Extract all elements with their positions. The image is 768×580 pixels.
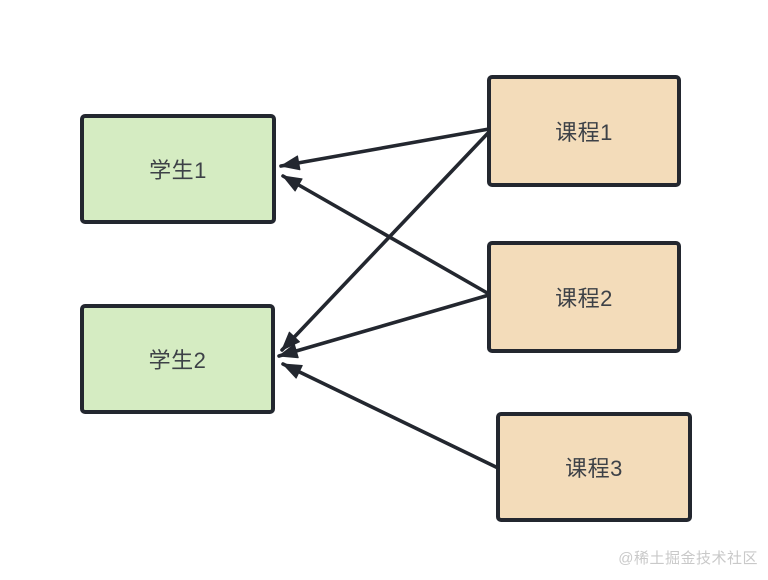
node-student1: 学生1 [80, 114, 276, 224]
node-student2: 学生2 [80, 304, 275, 414]
edge-course1-student2 [280, 130, 491, 352]
edge-course2-student2 [277, 293, 491, 359]
node-course2-label: 课程2 [555, 286, 613, 311]
edge-course3-student2 [281, 362, 500, 470]
node-student2-label: 学生2 [148, 348, 207, 373]
node-course3-label: 课程3 [565, 456, 623, 481]
node-course1: 课程1 [487, 75, 681, 187]
node-course1-label: 课程1 [555, 120, 613, 145]
edge-course2-student1 [281, 174, 491, 296]
edge-course1-student1 [279, 127, 491, 171]
node-course3: 课程3 [496, 412, 692, 522]
node-course2: 课程2 [487, 241, 681, 353]
watermark: @稀土掘金技术社区 [618, 550, 758, 567]
node-student1-label: 学生1 [149, 158, 207, 183]
